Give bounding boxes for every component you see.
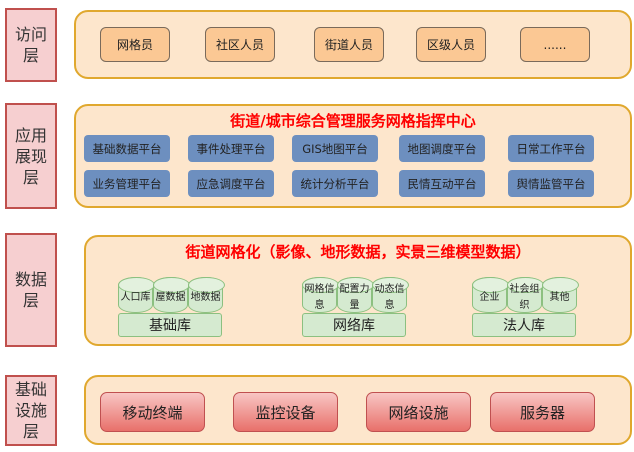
access-user-box: 区级人员: [416, 27, 486, 62]
database-cylinder: 地数据: [188, 277, 225, 313]
platform-box: 民情互动平台: [399, 170, 485, 197]
platform-box: 事件处理平台: [188, 135, 274, 162]
database-cylinder: 企业: [472, 277, 509, 313]
application-title: 街道/城市综合管理服务网格指挥中心: [230, 112, 476, 130]
platform-box: 统计分析平台: [292, 170, 378, 197]
database-cylinder: 配置力量: [337, 277, 374, 313]
database-cylinder: 屋数据: [153, 277, 190, 313]
platform-box: 基础数据平台: [84, 135, 170, 162]
database-cylinder: 动态信息: [372, 277, 409, 313]
database-group-label: 网络库: [302, 313, 406, 337]
platform-box: 舆情监管平台: [508, 170, 594, 197]
platform-box: 日常工作平台: [508, 135, 594, 162]
platform-box: GIS地图平台: [292, 135, 378, 162]
infrastructure-box: 网络设施: [366, 392, 471, 432]
access-user-box: 网格员: [100, 27, 170, 62]
database-cylinder: 社会组织: [507, 277, 544, 313]
access-user-box: 社区人员: [205, 27, 275, 62]
platform-box: 业务管理平台: [84, 170, 170, 197]
access-user-box: ......: [520, 27, 590, 62]
layer-label-access: 访问层: [5, 8, 57, 82]
layer-label-application: 应用展现层: [5, 103, 57, 209]
platform-box: 应急调度平台: [188, 170, 274, 197]
database-cylinder: 人口库: [118, 277, 155, 313]
access-user-box: 街道人员: [314, 27, 384, 62]
database-cylinder: 网格信息: [302, 277, 339, 313]
platform-box: 地图调度平台: [399, 135, 485, 162]
layer-label-data: 数据层: [5, 233, 57, 347]
database-group-label: 法人库: [472, 313, 576, 337]
layer-label-infrastructure: 基础设施层: [5, 375, 57, 446]
infrastructure-box: 服务器: [490, 392, 595, 432]
infrastructure-box: 移动终端: [100, 392, 205, 432]
infrastructure-box: 监控设备: [233, 392, 338, 432]
data-title: 街道网格化（影像、地形数据，实景三维模型数据）: [185, 243, 531, 261]
database-group-label: 基础库: [118, 313, 222, 337]
database-cylinder: 其他: [542, 277, 579, 313]
